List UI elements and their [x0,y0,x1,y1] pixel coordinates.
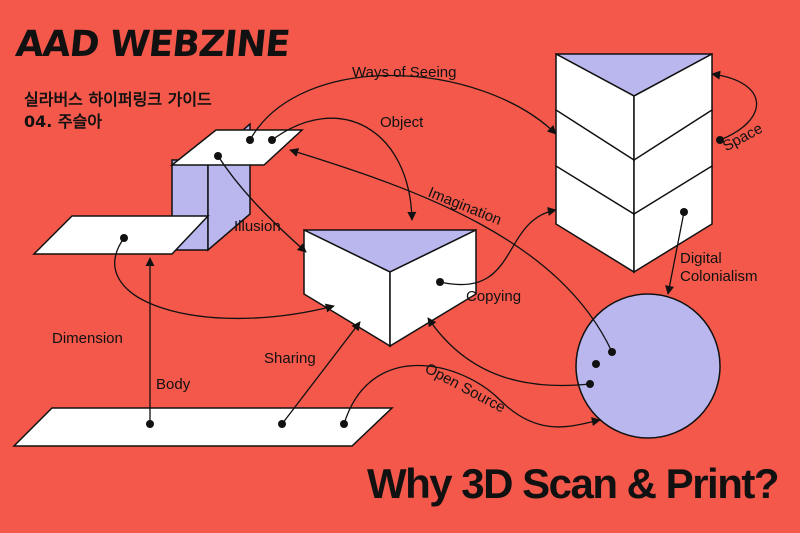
label-colonialism: Colonialism [680,268,758,285]
connector-space [711,70,758,141]
subtitle-line-2: 04. 주슬아 [24,112,103,131]
bottom-plane-shape [12,407,394,447]
brand-logo: AAD WEBZINE [13,24,292,65]
connector-dots [120,136,724,428]
connector-imagination [289,148,613,353]
label-sharing: Sharing [264,350,316,367]
connector-sharing [281,321,361,425]
label-illusion: Illusion [234,218,281,235]
connectors [114,70,758,428]
label-object: Object [380,114,424,131]
label-ways-of-seeing: Ways of Seeing [352,64,457,81]
connector-dimension [114,237,335,320]
connector-copying [439,206,557,286]
headline: Why 3D Scan & Print? [366,460,780,507]
connector-ways-of-seeing [249,74,557,141]
connector-digital-colonialism [665,211,685,295]
circle-shape [575,293,721,439]
label-body: Body [156,376,191,393]
label-copying: Copying [466,288,522,305]
connector-illusion [217,155,307,253]
center-prism-shape [303,228,477,348]
connector-open-source [343,364,601,428]
chevron-stack-shape [555,52,713,274]
subtitle-line-1: 실라버스 하이퍼링크 가이드 [24,90,212,109]
label-digital: Digital [680,250,722,267]
label-dimension: Dimension [52,330,123,347]
connector-circle-to-prism [427,317,591,387]
connector-object [271,117,417,221]
